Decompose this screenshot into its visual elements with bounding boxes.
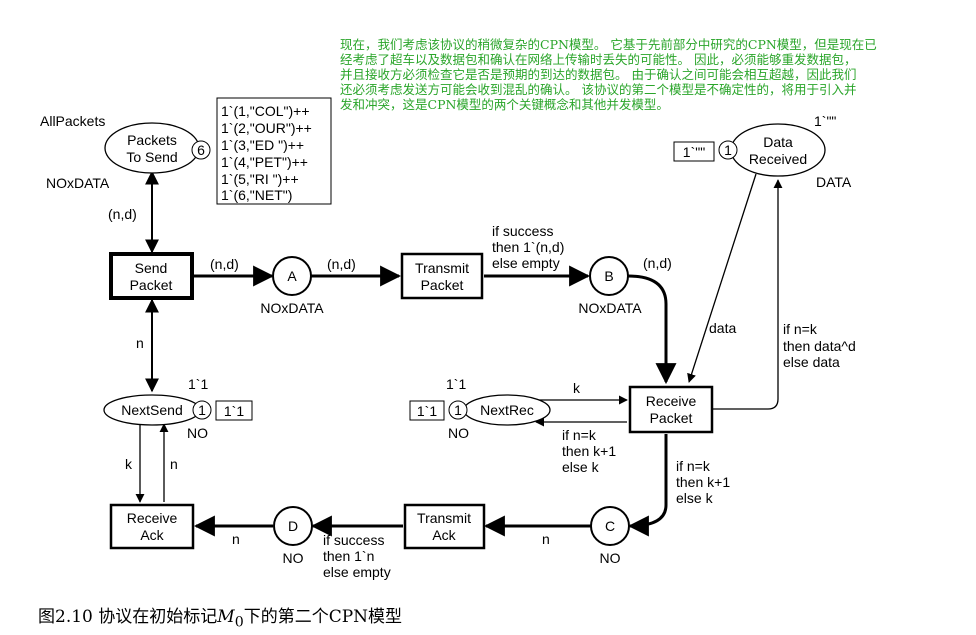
colour-set-label: NO bbox=[448, 425, 469, 441]
current-marking-box: 1`1 bbox=[215, 400, 253, 421]
current-marking-box: 1`(1,"COL")++ 1`(2,"OUR")++ 1`(3,"ED ")+… bbox=[216, 97, 332, 205]
svg-text:Send: Send bbox=[135, 260, 168, 276]
svg-text:Transmit: Transmit bbox=[417, 510, 471, 526]
arc-inscription: then k+1 bbox=[676, 474, 730, 490]
svg-text:Received: Received bbox=[749, 151, 807, 167]
marking-line: 1`(4,"PET")++ bbox=[221, 154, 308, 170]
svg-text:Ack: Ack bbox=[140, 527, 164, 543]
svg-text:B: B bbox=[604, 268, 613, 284]
place-packets-to-send: Packets To Send 6 bbox=[104, 122, 211, 174]
token-count: 1 bbox=[724, 142, 732, 158]
token-count: 1 bbox=[454, 402, 462, 418]
svg-text:Packet: Packet bbox=[421, 277, 464, 293]
colour-set-label: NOxDATA bbox=[46, 175, 110, 191]
marking-line: 1`1 bbox=[224, 403, 244, 419]
arc-inscription: then 1`n bbox=[323, 548, 374, 564]
arc-inscription: n bbox=[170, 456, 178, 472]
transition-transmit-packet: Transmit Packet bbox=[400, 252, 484, 300]
svg-text:Packet: Packet bbox=[130, 277, 173, 293]
init-marking: 1`1 bbox=[188, 376, 208, 392]
arc-receive-to-data bbox=[713, 179, 783, 410]
colour-set-label: NO bbox=[283, 550, 304, 566]
place-label: Packets bbox=[127, 132, 177, 148]
arc-data-to-receive bbox=[687, 173, 757, 383]
marking-line: 1`(1,"COL")++ bbox=[221, 103, 310, 119]
arc-inscription: else empty bbox=[323, 564, 391, 580]
marking-line: 1`1 bbox=[417, 403, 437, 419]
figure-caption: 图2.10 协议在初始标记M0下的第二个CPN模型 bbox=[38, 607, 403, 631]
arc-inscription: (n,d) bbox=[210, 256, 239, 272]
svg-text:C: C bbox=[605, 518, 615, 534]
svg-text:D: D bbox=[288, 518, 298, 534]
arc-inscription: if success bbox=[323, 532, 384, 548]
colour-set-label: DATA bbox=[816, 174, 852, 190]
transition-receive-packet: Receive Packet bbox=[628, 385, 714, 434]
svg-text:Packet: Packet bbox=[650, 410, 693, 426]
arc-inscription: k bbox=[573, 380, 581, 396]
place-a: A bbox=[272, 256, 312, 296]
arc-inscription: (n,d) bbox=[327, 256, 356, 272]
arc-inscription: if n=k bbox=[676, 458, 711, 474]
place-next-send: NextSend 1 bbox=[103, 394, 212, 426]
place-next-rec: NextRec 1 bbox=[448, 394, 551, 426]
arc-inscription: else k bbox=[676, 490, 714, 506]
current-marking-box: 1`1 bbox=[409, 400, 445, 421]
current-marking-box: 1`"" bbox=[673, 141, 715, 162]
marking-line: 1`(2,"OUR")++ bbox=[221, 120, 312, 136]
marking-line: 1`(3,"ED ")++ bbox=[221, 137, 304, 153]
arc-inscription: else empty bbox=[492, 255, 560, 271]
arc-inscription: then data^d bbox=[783, 338, 856, 354]
arc-inscription: then k+1 bbox=[562, 443, 616, 459]
place-label: To Send bbox=[126, 149, 177, 165]
init-marking: 1`1 bbox=[446, 376, 466, 392]
svg-text:NextSend: NextSend bbox=[121, 402, 182, 418]
arc-inscription: n bbox=[232, 531, 240, 547]
svg-text:Ack: Ack bbox=[432, 527, 456, 543]
token-count: 6 bbox=[197, 142, 205, 158]
svg-text:Transmit: Transmit bbox=[415, 260, 469, 276]
arc-inscription: then 1`(n,d) bbox=[492, 239, 564, 255]
intro-paragraph: 现在，我们考虑该协议的稍微复杂的CPN模型。 它基于先前部分中研究的CPN模型，… bbox=[340, 37, 877, 112]
transition-receive-ack: Receive Ack bbox=[109, 503, 195, 550]
svg-text:Receive: Receive bbox=[127, 510, 178, 526]
arc-inscription: n bbox=[542, 531, 550, 547]
marking-line: 1`(6,"NET") bbox=[221, 187, 292, 203]
arc-inscription: (n,d) bbox=[108, 206, 137, 222]
svg-text:Data: Data bbox=[763, 134, 793, 150]
svg-text:A: A bbox=[287, 268, 297, 284]
arc-inscription: if n=k bbox=[783, 321, 818, 337]
token-count: 1 bbox=[198, 402, 206, 418]
arc-inscription: else k bbox=[562, 459, 600, 475]
marking-line: 1`(5,"RI ")++ bbox=[221, 171, 299, 187]
transition-transmit-ack: Transmit Ack bbox=[403, 503, 486, 550]
arc-inscription: if n=k bbox=[562, 427, 597, 443]
place-data-received: Data Received 1 bbox=[718, 123, 826, 177]
svg-text:Receive: Receive bbox=[646, 393, 697, 409]
arc-inscription: if success bbox=[492, 223, 553, 239]
svg-text:NextRec: NextRec bbox=[480, 402, 534, 418]
arc-inscription: else data bbox=[783, 354, 840, 370]
arc-inscription: n bbox=[136, 335, 144, 351]
arc-receive-to-c bbox=[627, 434, 668, 537]
colour-set-label: NO bbox=[600, 550, 621, 566]
init-marking-name: AllPackets bbox=[40, 113, 105, 129]
place-b: B bbox=[589, 256, 629, 296]
colour-set-label: NO bbox=[187, 425, 208, 441]
marking-line: 1`"" bbox=[683, 144, 705, 160]
transition-send-packet: Send Packet bbox=[109, 252, 194, 300]
arc-inscription: data bbox=[709, 320, 736, 336]
place-c: C bbox=[590, 506, 630, 546]
place-d: D bbox=[273, 506, 313, 546]
init-marking: 1`"" bbox=[814, 113, 836, 129]
arc-inscription: k bbox=[125, 456, 133, 472]
colour-set-label: NOxDATA bbox=[260, 300, 324, 316]
arc-b-receive bbox=[627, 274, 677, 385]
colour-set-label: NOxDATA bbox=[578, 300, 642, 316]
arc-inscription: (n,d) bbox=[643, 255, 672, 271]
